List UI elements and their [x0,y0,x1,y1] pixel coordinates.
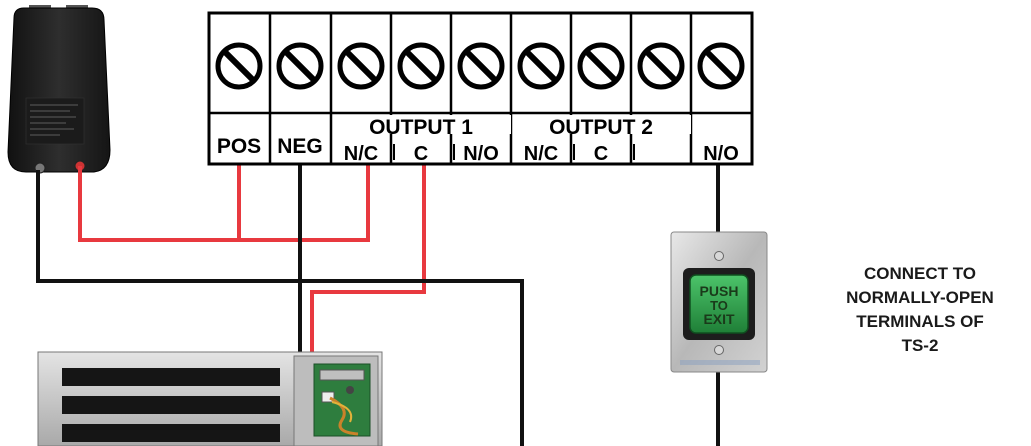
label-nc-1: N/C [344,143,378,165]
label-nc-2: N/C [524,143,558,165]
magnetic-lock [37,351,383,446]
screw-1 [215,42,263,90]
screw-5 [457,42,505,90]
red-wire-adapter-to-pos [78,164,241,242]
red-wires [78,164,426,380]
button-line-2: TO [710,298,728,313]
terminal-block: POS NEG OUTPUT 1 OUTPUT 2 N/C C N/O N/C … [207,11,754,166]
label-pos: POS [217,135,261,158]
exit-button-plate: PUSH TO EXIT [670,231,768,373]
instruction-line-4: TS-2 [901,336,939,355]
screw-8 [637,42,685,90]
plate-screw-bottom-icon [714,345,724,355]
power-adapter [7,5,111,174]
button-line-1: PUSH [700,283,739,299]
instruction-note: CONNECT TO NORMALLY-OPEN TERMINALS OF TS… [820,262,1020,358]
red-wire-bus-to-nc1 [239,164,370,242]
screw-3 [337,42,385,90]
screw-2 [276,42,324,90]
label-output-2: OUTPUT 2 [549,116,653,139]
instruction-line-1: CONNECT TO [863,264,977,283]
label-c-2: C [594,143,608,165]
instruction-line-2: NORMALLY-OPEN [846,288,994,307]
circuit-board [313,363,371,437]
button-line-3: EXIT [703,311,735,327]
push-to-exit-button: PUSH TO EXIT [689,274,749,334]
screw-6 [517,42,565,90]
instruction-line-3: TERMINALS OF [856,312,984,331]
label-c-1: C [414,143,428,165]
black-wire-adapter-to-lock [36,170,524,446]
screw-9 [697,42,745,90]
label-output-1: OUTPUT 1 [369,116,473,139]
label-no-1: N/O [463,143,499,165]
label-neg: NEG [277,135,323,158]
plate-screw-top-icon [714,251,724,261]
screw-7 [577,42,625,90]
screw-4 [397,42,445,90]
label-no-end: N/O [703,143,739,165]
